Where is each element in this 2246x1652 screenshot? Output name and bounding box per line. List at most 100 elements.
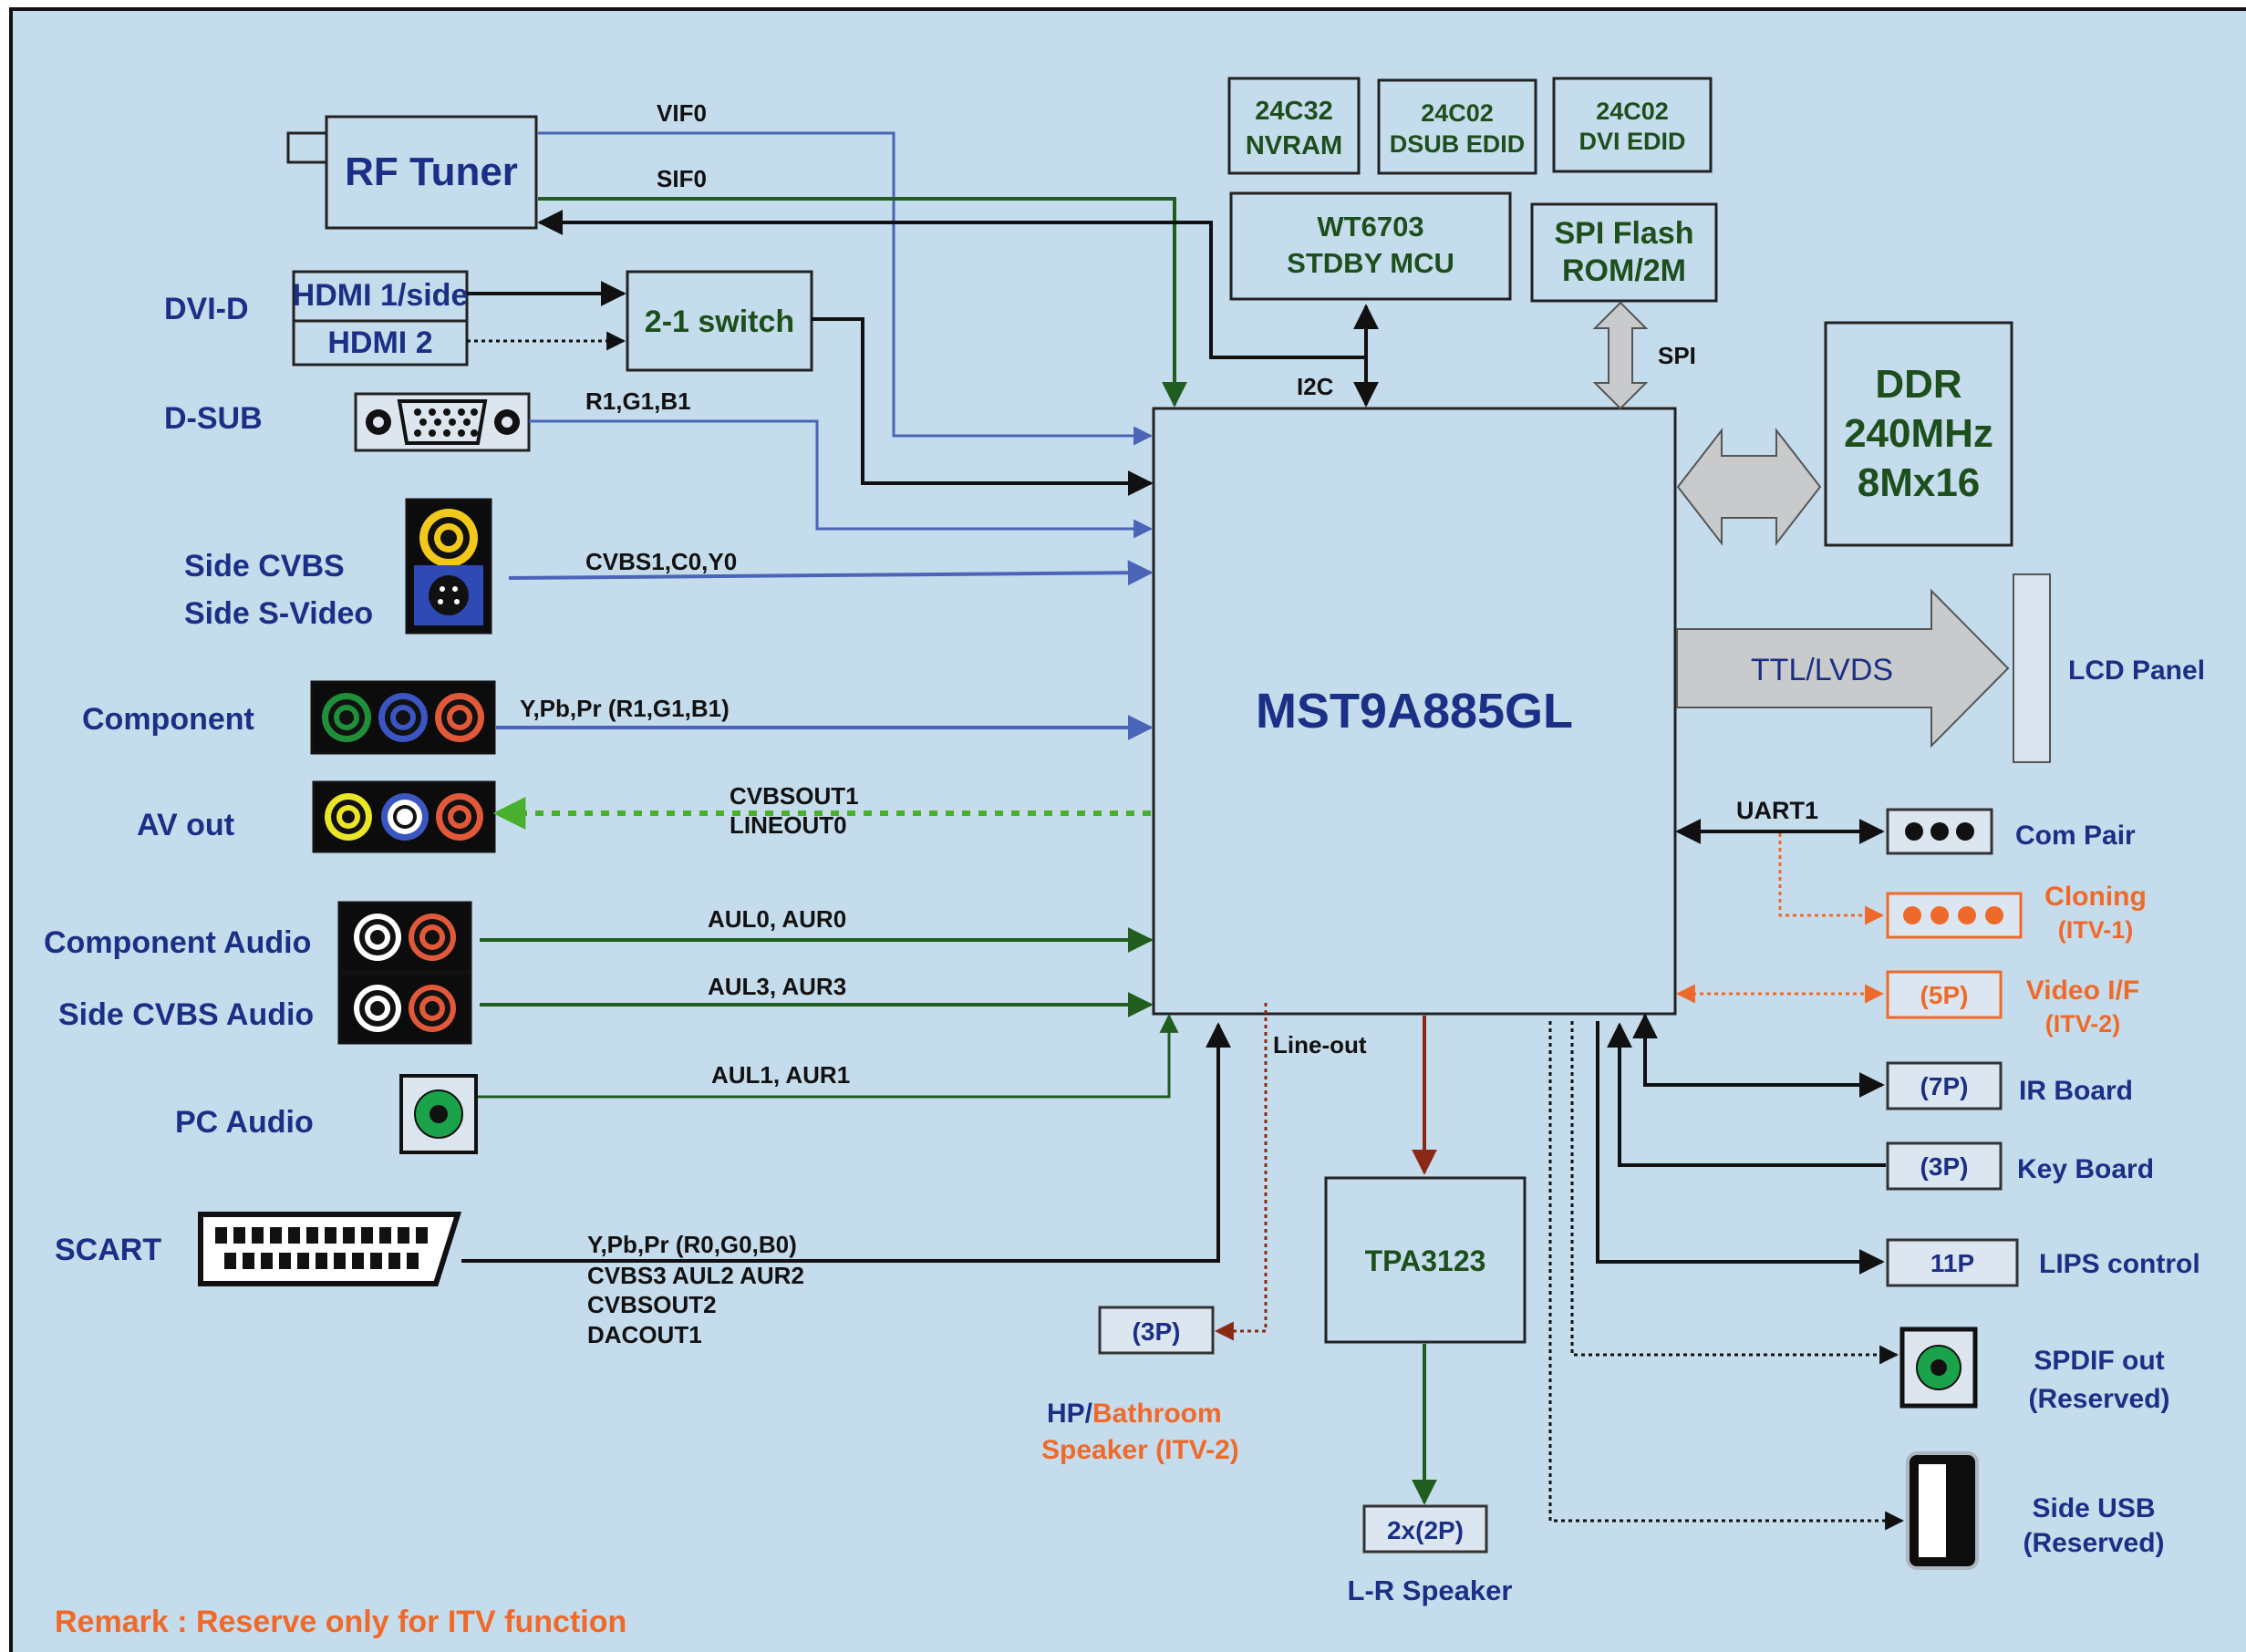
rgb1-label: R1,G1,B1 [585,387,691,415]
scart-signal-4: DACOUT1 [587,1321,702,1348]
speaker-connector-label: 2x(2P) [1387,1516,1464,1544]
usb-port-icon [1906,1451,1979,1570]
stdby-mcu-chip: WT6703 STDBY MCU [1229,191,1512,301]
stdby-mcu-part: WT6703 [1317,211,1423,243]
spi-flash-title: SPI Flash [1554,216,1693,251]
spdif-jack-icon [1899,1327,1978,1409]
scart-to-soc-line [461,1022,1231,1263]
dsub-edid-chip: 24C02 DSUB EDID [1377,78,1537,175]
main-soc-label: MST9A885GL [1256,684,1573,738]
ir-board-label: IR Board [2019,1076,2133,1106]
scart-signal-3: CVBSOUT2 [587,1291,717,1318]
side-cvbs-label: Side CVBS [184,549,345,583]
cvbs1-label: CVBS1,C0,Y0 [585,548,737,575]
side-cvbs-audio-jacks-icon [337,972,472,1045]
cloning-label: Cloning [2044,882,2147,912]
lcd-panel-shape [2013,573,2051,763]
side-usb-label: Side USB [2032,1493,2155,1523]
hdmi1-port: HDMI 1/side [292,270,469,323]
spi-bus-arrow [1592,301,1649,410]
lr-speaker-label: L-R Speaker [1348,1575,1513,1606]
key-connector-label: (3P) [1920,1152,1969,1181]
spi-flash-chip: SPI Flash ROM/2M [1530,202,1718,303]
video-if-label: Video I/F [2026,976,2139,1006]
line-out-to-hp-line [1214,1003,1268,1341]
hdmi-switch-label: 2-1 switch [645,305,794,339]
video-if-connector-label: (5P) [1920,981,1969,1009]
spdif-reserved-label: (Reserved) [2028,1384,2169,1414]
dvi-edid-chip: 24C02 DVI EDID [1552,77,1713,173]
spdif-label: SPDIF out [2034,1346,2164,1376]
ir-board-line [1632,1013,1885,1098]
side-cvbs-audio-label: Side CVBS Audio [58,997,314,1032]
cvbsout1-label: CVBSOUT1 [730,782,859,810]
component-rca-jacks-icon [310,680,496,755]
scart-signal-1: Y,Pb,Pr (R0,G0,B0) [587,1231,797,1258]
side-usb-line [1548,1021,1905,1531]
com-pair-connector-icon [1886,808,1993,855]
ddr-size: 8Mx16 [1858,460,1981,505]
side-usb-reserved-label: (Reserved) [2023,1528,2164,1558]
sif0-line [538,197,1187,408]
cloning-line [1778,833,1885,925]
pc-audio-jack-icon [399,1074,478,1154]
hp-connector-label: (3P) [1133,1317,1181,1346]
vif0-line [538,131,1154,446]
side-cvbs-svideo-jack-icon [405,498,492,635]
aul3-label: AUL3, AUR3 [708,973,846,1000]
spdif-line [1570,1021,1899,1365]
main-soc-chip: MST9A885GL [1152,407,1677,1016]
hdmi2-port: HDMI 2 [292,319,469,367]
lips-connector-label: 11P [1930,1249,1974,1277]
ypbpr1-label: Y,Pb,Pr (R1,G1,B1) [520,695,730,722]
pc-audio-line [478,1013,1179,1099]
cloning-itv1-label: (ITV-1) [2058,916,2134,944]
hdmi2-label: HDMI 2 [327,325,432,360]
video-if-connector-box: (5P) [1886,970,2003,1019]
hdmi-switch-block: 2-1 switch [626,270,813,372]
amp-label: TPA3123 [1365,1244,1486,1277]
hp-label: HP/ [1047,1399,1093,1429]
key-board-line [1607,1022,1886,1167]
line-out-label: Line-out [1273,1031,1367,1058]
side-svideo-label: Side S-Video [184,596,373,631]
ddr-title: DDR [1875,362,1961,407]
ir-connector-label: (7P) [1920,1072,1969,1100]
lcd-panel-label: LCD Panel [2068,656,2205,686]
dvi-edid-part: 24C02 [1596,98,1669,125]
ddr-chip: DDR 240MHz 8Mx16 [1824,321,2013,547]
ttl-lvds-label: TTL/LVDS [1751,653,1893,687]
i2c-to-tuner-line [537,210,1366,359]
video-if-itv2-label: (ITV-2) [2045,1010,2121,1038]
i2c-label: I2C [1297,373,1334,400]
com-pair-label: Com Pair [2015,821,2136,851]
stdby-mcu-label: STDBY MCU [1287,247,1454,279]
lips-control-line [1596,1021,1885,1275]
hp-bathroom-label: HP/Bathroom [1047,1399,1222,1429]
dvi-d-label: DVI-D [164,292,249,326]
vif0-label: VIF0 [657,99,707,127]
lips-connector-box: 11P [1886,1238,2019,1287]
key-connector-box: (3P) [1886,1141,2003,1191]
rf-tuner-block: RF Tuner [286,115,538,230]
uart1-label: UART1 [1736,797,1818,824]
dsub-label: D-SUB [164,401,263,436]
dsub-edid-part: 24C02 [1421,99,1494,127]
component-label: Component [82,702,254,737]
hp-connector-box: (3P) [1098,1306,1215,1355]
switch-to-soc-line [812,317,1154,496]
nvram-chip: 24C32 NVRAM [1227,77,1361,175]
aul0-label: AUL0, AUR0 [708,905,846,933]
speaker-connector-box: 2x(2P) [1362,1504,1488,1554]
ttl-lvds-arrow [1676,588,2010,749]
hdmi1-label: HDMI 1/side [293,278,469,313]
bathroom-label: Bathroom [1092,1399,1222,1429]
key-board-label: Key Board [2017,1154,2154,1184]
cloning-connector-icon [1886,892,2023,939]
scart-label: SCART [55,1233,161,1267]
scart-connector-icon [198,1212,462,1286]
pc-audio-label: PC Audio [175,1105,314,1140]
cvbs1-to-soc-line [508,560,1154,586]
component-audio-jacks-icon [337,901,472,974]
sif0-label: SIF0 [657,165,707,192]
